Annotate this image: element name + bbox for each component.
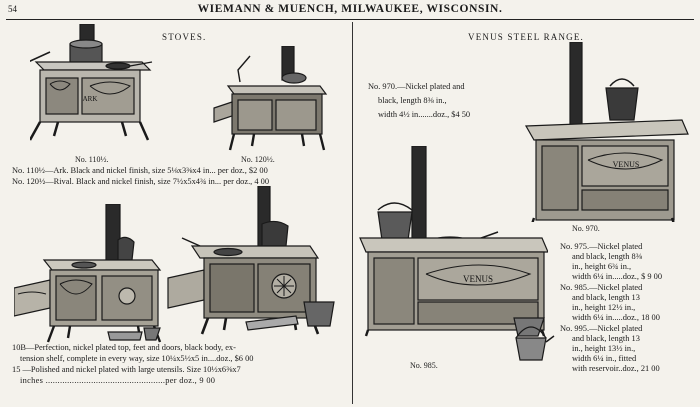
stove-120-illustration (210, 46, 332, 156)
caption-120: No. 120½. (241, 155, 275, 164)
item-995-line2: and black, length 13 (572, 334, 640, 343)
item-985-line4: width 6¼ in.....doz., 18 00 (572, 313, 660, 322)
stove-10b-illustration (14, 204, 174, 344)
item-10b-line2: tension shelf, complete in every way, si… (20, 354, 254, 363)
item-970-line1: No. 970.—Nickel plated and (368, 82, 465, 91)
item-120-text: No. 120½—Rival. Black and nickel finish,… (12, 177, 270, 186)
stove-110-illustration: ARK (30, 24, 155, 154)
stove-15-illustration (164, 186, 350, 336)
range-985-illustration: VENUS (358, 146, 548, 338)
range-970-illustration: VENUS (522, 42, 692, 222)
item-975-line3: in., height 6¾ in., (572, 262, 632, 271)
item-975-line2: and black, length 8⅜ (572, 252, 643, 261)
item-970-line3: width 4½ in.......doz., $4 50 (378, 110, 471, 119)
section-heading-stoves: STOVES. (162, 32, 207, 42)
item-995-line5: with reservoir..doz., 21 00 (572, 364, 660, 373)
ark-label: ARK (83, 95, 98, 103)
caption-970: No. 970. (572, 224, 600, 233)
item-975-line4: width 6¼ in.....doz., $ 9 00 (572, 272, 663, 281)
page-title: WIEMANN & MUENCH, MILWAUKEE, WISCONSIN. (197, 3, 503, 15)
item-995-line4: width 6¼ in., fitted (572, 354, 637, 363)
item-10b-line1: 10B—Perfection, nickel plated top, feet … (12, 343, 236, 352)
item-15-line1: 15 —Polished and nickel plated with larg… (12, 365, 241, 374)
item-995-line1: No. 995.—Nickel plated (560, 324, 643, 333)
item-985-line3: in., height 12½ in., (572, 303, 636, 312)
section-heading-venus: VENUS STEEL RANGE. (468, 32, 585, 42)
item-985-line1: No. 985.—Nickel plated (560, 283, 643, 292)
caption-985: No. 985. (410, 361, 438, 370)
item-110-text: No. 110½—Ark. Black and nickel finish, s… (12, 166, 268, 175)
item-985-line2: and black, length 13 (572, 293, 640, 302)
item-970-line2: black, length 8⅜ in., (378, 96, 447, 105)
pail-illustration (510, 316, 556, 364)
item-995-line3: in., height 13½ in., (572, 344, 636, 353)
venus-label-970: VENUS (613, 160, 640, 169)
item-975-line1: No. 975.—Nickel plated (560, 242, 643, 251)
page-number: 54 (8, 4, 17, 14)
caption-110: No. 110½. (75, 155, 109, 164)
column-divider (352, 22, 353, 404)
item-15-line2: inches .................................… (20, 376, 216, 385)
header-rule (6, 19, 694, 20)
venus-label-985: VENUS (463, 274, 493, 284)
